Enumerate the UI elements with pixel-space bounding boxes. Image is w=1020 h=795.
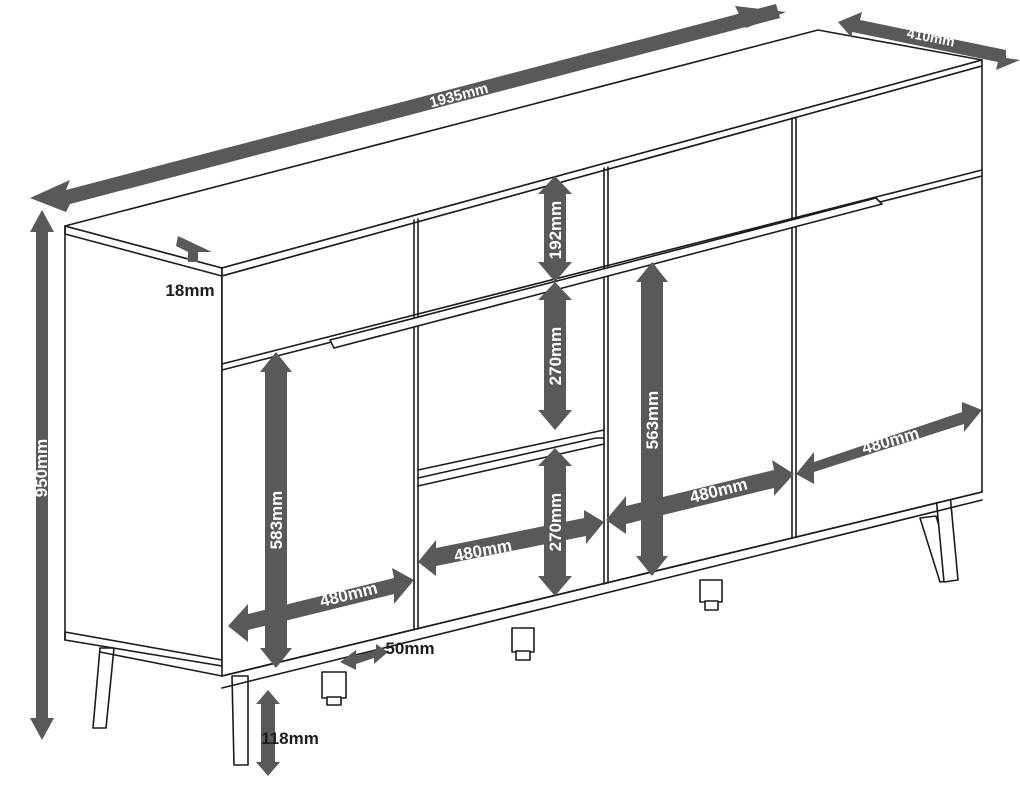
middle-width-arrow (418, 510, 604, 576)
middle-drawer-split (417, 429, 605, 471)
base-line (221, 491, 983, 677)
left-bottom-rail (99, 651, 223, 677)
leg-height-arrow (256, 690, 280, 776)
right-width-arrow (796, 402, 982, 484)
legs (92, 493, 959, 766)
left-plinth (64, 631, 223, 661)
dimension-arrows (30, 4, 1020, 776)
top-left-edge (64, 225, 223, 277)
leg-rear-2-foot (515, 650, 531, 661)
leg-front-center (231, 675, 249, 766)
middle-drawer-lip (417, 437, 605, 479)
leg-rear-1 (321, 671, 347, 699)
left-door-width-arrow (228, 568, 414, 642)
leg-offset-arrow (340, 644, 388, 670)
sideboard-drawing (64, 29, 983, 766)
leg-rear-3-foot (704, 600, 719, 611)
width-arrow (30, 4, 780, 212)
middle-drawer-label: 270mm (546, 327, 565, 386)
leg-rear-2 (511, 627, 535, 653)
left-door-height-label: 583mm (267, 491, 286, 550)
leg-height-label: 118mm (261, 729, 319, 748)
top-thickness-label: 18mm (165, 281, 214, 300)
width-label: 1935mm (428, 80, 490, 112)
top-drawer-arrow (538, 176, 572, 282)
width-arrow-head-right (735, 6, 786, 28)
height-label: 950mm (32, 439, 51, 498)
middle-drawer-arrow (538, 282, 572, 430)
bottom-drawer-top (417, 443, 605, 487)
leg-rear-1-foot (326, 696, 342, 706)
leg-offset-label: 50mm (385, 639, 434, 658)
top-drawer-line (221, 169, 983, 365)
depth-arrow (838, 12, 1020, 70)
leg-front-left (92, 647, 115, 729)
height-arrow (30, 210, 54, 740)
bottom-drawer-label: 270mm (546, 493, 565, 552)
top-thickness-arrow (176, 236, 212, 262)
top-drawer-label: 192mm (546, 201, 565, 260)
right-door-height-arrow (636, 262, 668, 576)
left-door-height-arrow (260, 352, 292, 668)
right-inner-width-arrow (606, 460, 794, 534)
leg-rear-3 (699, 579, 723, 603)
handle-groove (329, 197, 883, 349)
right-door-height-label: 563mm (643, 391, 662, 450)
bottom-drawer-arrow (538, 448, 572, 596)
